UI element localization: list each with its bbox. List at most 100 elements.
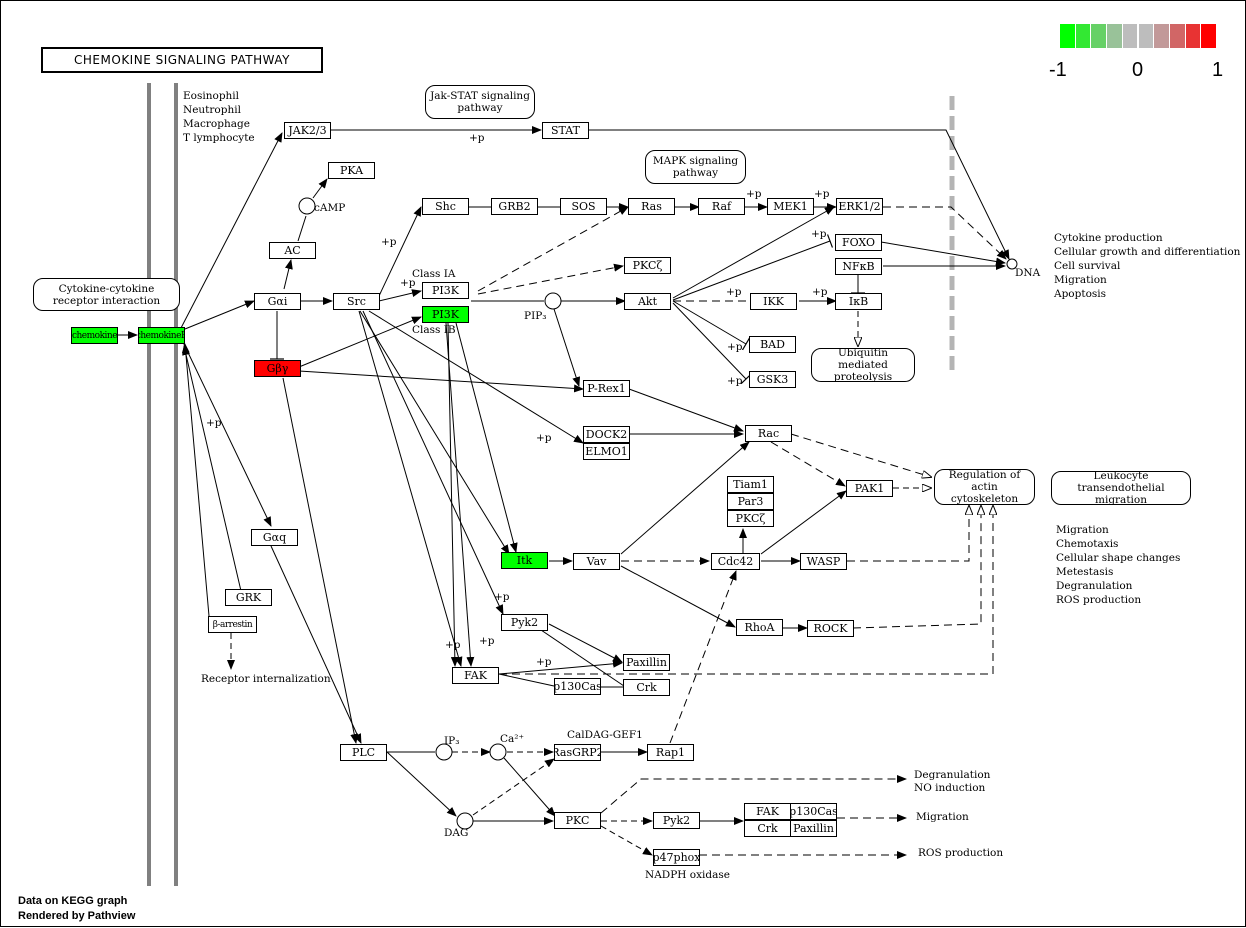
pathway-jak-stat[interactable]: Jak-STAT signaling pathway bbox=[425, 85, 535, 119]
gene-p47phox[interactable]: p47phox bbox=[653, 849, 700, 866]
gene-dock2[interactable]: DOCK2 bbox=[583, 426, 630, 443]
gene-grb2[interactable]: GRB2 bbox=[491, 198, 538, 215]
gene-chemokine[interactable]: chemokine bbox=[71, 327, 118, 344]
gene-fak-complex[interactable]: FAK bbox=[744, 803, 791, 820]
gene-pkcz[interactable]: PKCζ bbox=[624, 257, 671, 274]
phospho-label: +p bbox=[746, 188, 762, 200]
gene-rhoa[interactable]: RhoA bbox=[736, 619, 783, 636]
gene-paxillin-complex[interactable]: Paxillin bbox=[790, 820, 837, 837]
legend-cell bbox=[1122, 24, 1139, 48]
gene-pi3k-class-ib[interactable]: PI3K bbox=[422, 306, 469, 323]
gene-pka[interactable]: PKA bbox=[328, 162, 375, 179]
gene-pyk2-pkc[interactable]: Pyk2 bbox=[653, 812, 700, 829]
gene-src[interactable]: Src bbox=[333, 293, 380, 310]
gene-p130cas[interactable]: p130Cas bbox=[554, 678, 601, 695]
pathway-cytokine-receptor[interactable]: Cytokine-cytokine receptor interaction bbox=[33, 278, 180, 311]
phospho-label: +p bbox=[400, 277, 416, 289]
gene-rap1[interactable]: Rap1 bbox=[647, 744, 694, 761]
gene-pi3k-class-ia[interactable]: PI3K bbox=[422, 282, 469, 299]
legend-cell bbox=[1154, 24, 1170, 48]
gene-raf[interactable]: Raf bbox=[698, 198, 745, 215]
outcome-item: Migration bbox=[1054, 274, 1107, 286]
label-ca: Ca²⁺ bbox=[500, 733, 525, 745]
gene-cdc42[interactable]: Cdc42 bbox=[711, 553, 760, 570]
gene-gaq[interactable]: Gαq bbox=[251, 529, 298, 546]
label-pip3: PIP₃ bbox=[524, 310, 547, 322]
gene-fak[interactable]: FAK bbox=[452, 667, 499, 684]
label-nadph-oxidase: NADPH oxidase bbox=[645, 869, 730, 881]
pathway-title: CHEMOKINE SIGNALING PATHWAY bbox=[41, 47, 323, 73]
pathway-leukocyte-migration[interactable]: Leukocyte transendothelial migration bbox=[1051, 470, 1191, 506]
gene-crk-complex[interactable]: Crk bbox=[744, 820, 791, 837]
gene-nfkb[interactable]: NFκB bbox=[835, 258, 882, 275]
gene-gsk3[interactable]: GSK3 bbox=[749, 371, 796, 388]
pathway-mapk[interactable]: MAPK signaling pathway bbox=[645, 150, 746, 184]
phospho-label: +p bbox=[469, 132, 485, 144]
gene-par3[interactable]: Par3 bbox=[727, 493, 774, 510]
phospho-label: +p bbox=[727, 375, 743, 387]
gene-mek1[interactable]: MEK1 bbox=[767, 198, 814, 215]
outcome-item: Chemotaxis bbox=[1056, 538, 1119, 550]
gene-plc[interactable]: PLC bbox=[340, 744, 387, 761]
cell-type: Macrophage bbox=[183, 118, 250, 130]
gene-vav[interactable]: Vav bbox=[573, 553, 620, 570]
label-no-induction: NO induction bbox=[914, 782, 986, 794]
gene-tiam1[interactable]: Tiam1 bbox=[727, 476, 774, 493]
legend-tick-mid: 0 bbox=[1132, 59, 1144, 81]
gene-gbg[interactable]: Gβγ bbox=[254, 360, 301, 377]
legend-cell bbox=[1138, 24, 1155, 48]
gene-sos[interactable]: SOS bbox=[560, 198, 607, 215]
gene-ac[interactable]: AC bbox=[269, 242, 316, 259]
gene-rac[interactable]: Rac bbox=[745, 425, 792, 442]
label-caldag-gef1: CalDAG-GEF1 bbox=[567, 729, 643, 741]
gene-paxillin[interactable]: Paxillin bbox=[623, 654, 670, 671]
outcome-item: Cytokine production bbox=[1054, 232, 1163, 244]
gene-prex1[interactable]: P-Rex1 bbox=[583, 380, 630, 397]
gene-beta-arrestin[interactable]: β-arrestin bbox=[208, 616, 257, 633]
phospho-label: +p bbox=[812, 286, 828, 298]
gene-pak1[interactable]: PAK1 bbox=[846, 480, 893, 497]
gene-erk[interactable]: ERK1/2 bbox=[836, 198, 883, 215]
gene-akt[interactable]: Akt bbox=[624, 293, 671, 310]
gene-gai[interactable]: Gαi bbox=[254, 293, 301, 310]
phospho-label: +p bbox=[536, 432, 552, 444]
gene-crk[interactable]: Crk bbox=[623, 679, 670, 696]
label-dag: DAG bbox=[444, 827, 469, 839]
outcome-item: Apoptosis bbox=[1054, 288, 1107, 300]
gene-ras[interactable]: Ras bbox=[628, 198, 675, 215]
phospho-label: +p bbox=[494, 591, 510, 603]
gene-bad[interactable]: BAD bbox=[749, 336, 796, 353]
legend-cell bbox=[1060, 24, 1076, 48]
label-degranulation: Degranulation bbox=[914, 769, 991, 781]
gene-pyk2[interactable]: Pyk2 bbox=[501, 614, 548, 631]
gene-ikk[interactable]: IKK bbox=[750, 293, 797, 310]
phospho-label: +p bbox=[479, 635, 495, 647]
cell-type: T lymphocyte bbox=[183, 132, 255, 144]
gene-pkcz-complex[interactable]: PKCζ bbox=[727, 510, 774, 527]
gene-p130cas-complex[interactable]: p130Cas bbox=[790, 803, 837, 820]
phospho-label: +p bbox=[206, 417, 222, 429]
legend-cell bbox=[1169, 24, 1186, 48]
gene-jak[interactable]: JAK2/3 bbox=[284, 122, 331, 139]
label-ros-production: ROS production bbox=[918, 847, 1004, 859]
gene-rasgrp2[interactable]: RasGRP2 bbox=[554, 744, 601, 761]
pathway-actin-cytoskeleton[interactable]: Regulation of actin cytoskeleton bbox=[934, 469, 1035, 505]
gene-elmo1[interactable]: ELMO1 bbox=[583, 443, 630, 460]
legend-cell bbox=[1201, 24, 1217, 48]
gene-pkc[interactable]: PKC bbox=[554, 812, 601, 829]
outcomes-migration: Migration Chemotaxis Cellular shape chan… bbox=[1056, 523, 1180, 607]
gene-foxo[interactable]: FOXO bbox=[835, 234, 882, 251]
pathway-ubiquitin[interactable]: Ubiquitin mediated proteolysis bbox=[811, 347, 915, 383]
gene-stat[interactable]: STAT bbox=[542, 122, 589, 139]
outcome-item: Cellular shape changes bbox=[1056, 552, 1181, 564]
gene-grk[interactable]: GRK bbox=[225, 589, 272, 606]
gene-wasp[interactable]: WASP bbox=[800, 553, 847, 570]
gene-itk[interactable]: Itk bbox=[501, 552, 548, 569]
outcome-item: Cellular growth and differentiation bbox=[1054, 246, 1241, 258]
gene-ikb[interactable]: IκB bbox=[835, 293, 882, 310]
gene-chemokine-receptor[interactable]: chemokineR bbox=[138, 327, 185, 344]
outcome-item: Cell survival bbox=[1054, 260, 1121, 272]
gene-rock[interactable]: ROCK bbox=[807, 620, 854, 637]
gene-shc[interactable]: Shc bbox=[422, 198, 469, 215]
